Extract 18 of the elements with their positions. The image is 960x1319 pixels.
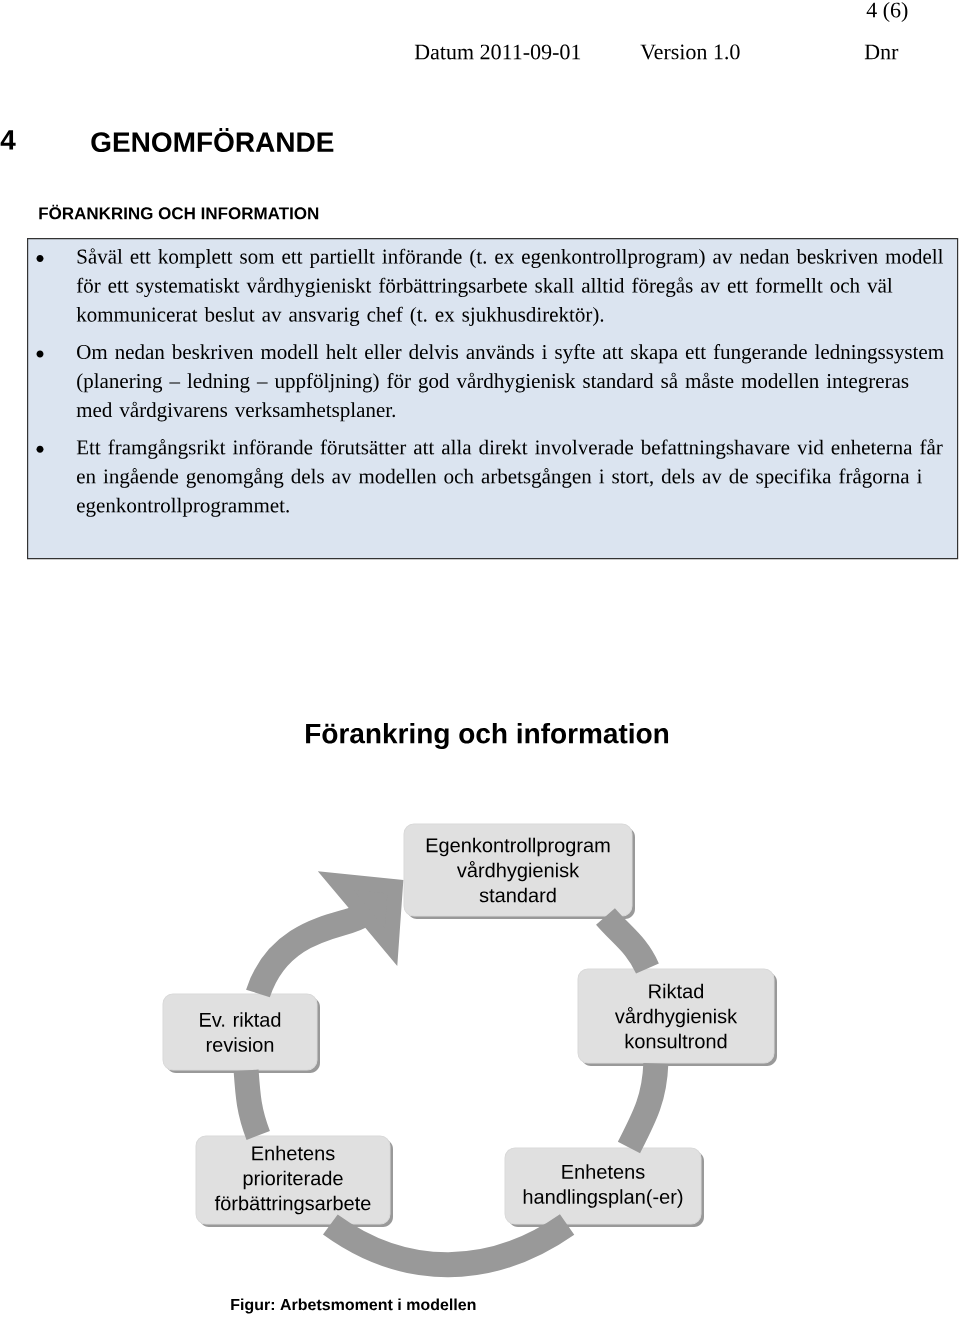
list-item: Ett framgångsrikt införande förutsätter att alla direkt involverade befattningshavare vid enheterna får en ingående genomgång dels av modellen och arbetsgången i stort, dels av de specifika frågorna i egenkontrollprogrammet. — [76, 439, 943, 517]
section-heading: GENOMFÖRANDE — [91, 127, 334, 153]
step-box: Ev. riktad revision — [162, 993, 320, 1073]
header-text: Dnr — [864, 44, 899, 60]
subheading: FÖRANKRING OCH INFORMATION — [39, 204, 319, 220]
diagram-title: Förankring och information — [306, 722, 669, 750]
header-text: Datum 2011-09-01 — [414, 44, 581, 60]
header-text: Version 1.0 — [640, 44, 740, 60]
page-number: 4 (6) — [866, 2, 908, 22]
figure-caption: Figur: Arbetsmoment i modellen — [231, 1298, 476, 1314]
list-item: Såväl ett komplett som ett partiellt införande (t. ex egenkontrollprogram) av nedan beskriven modell för ett systematiskt vårdhygieniskt förbättringsarbete skall alltid föregås av ett formellt och väl kommunicerat beslut av ansvarig chef (t. ex sjukhusdirektör). — [76, 248, 944, 326]
step-box: Egenkontrollprogram vårdhygienisk standard — [403, 823, 635, 919]
step-box: Enhetens handlingsplan(-er) — [504, 1147, 704, 1227]
step-box: Enhetens prioriterade förbättringsarbete — [195, 1135, 393, 1227]
list-item: Om nedan beskriven modell helt eller delvis används i syfte att skapa ett fungerande ledningssystem (planering – ledning – uppföljning) för god vårdhygienisk standard så måste modellen integreras med vårdgivarens verksamhetsplaner. — [76, 344, 944, 422]
section-number: 4 — [0, 130, 16, 150]
step-box: Riktad vårdhygienisk konsultrond — [577, 968, 777, 1066]
text-box — [27, 238, 959, 560]
